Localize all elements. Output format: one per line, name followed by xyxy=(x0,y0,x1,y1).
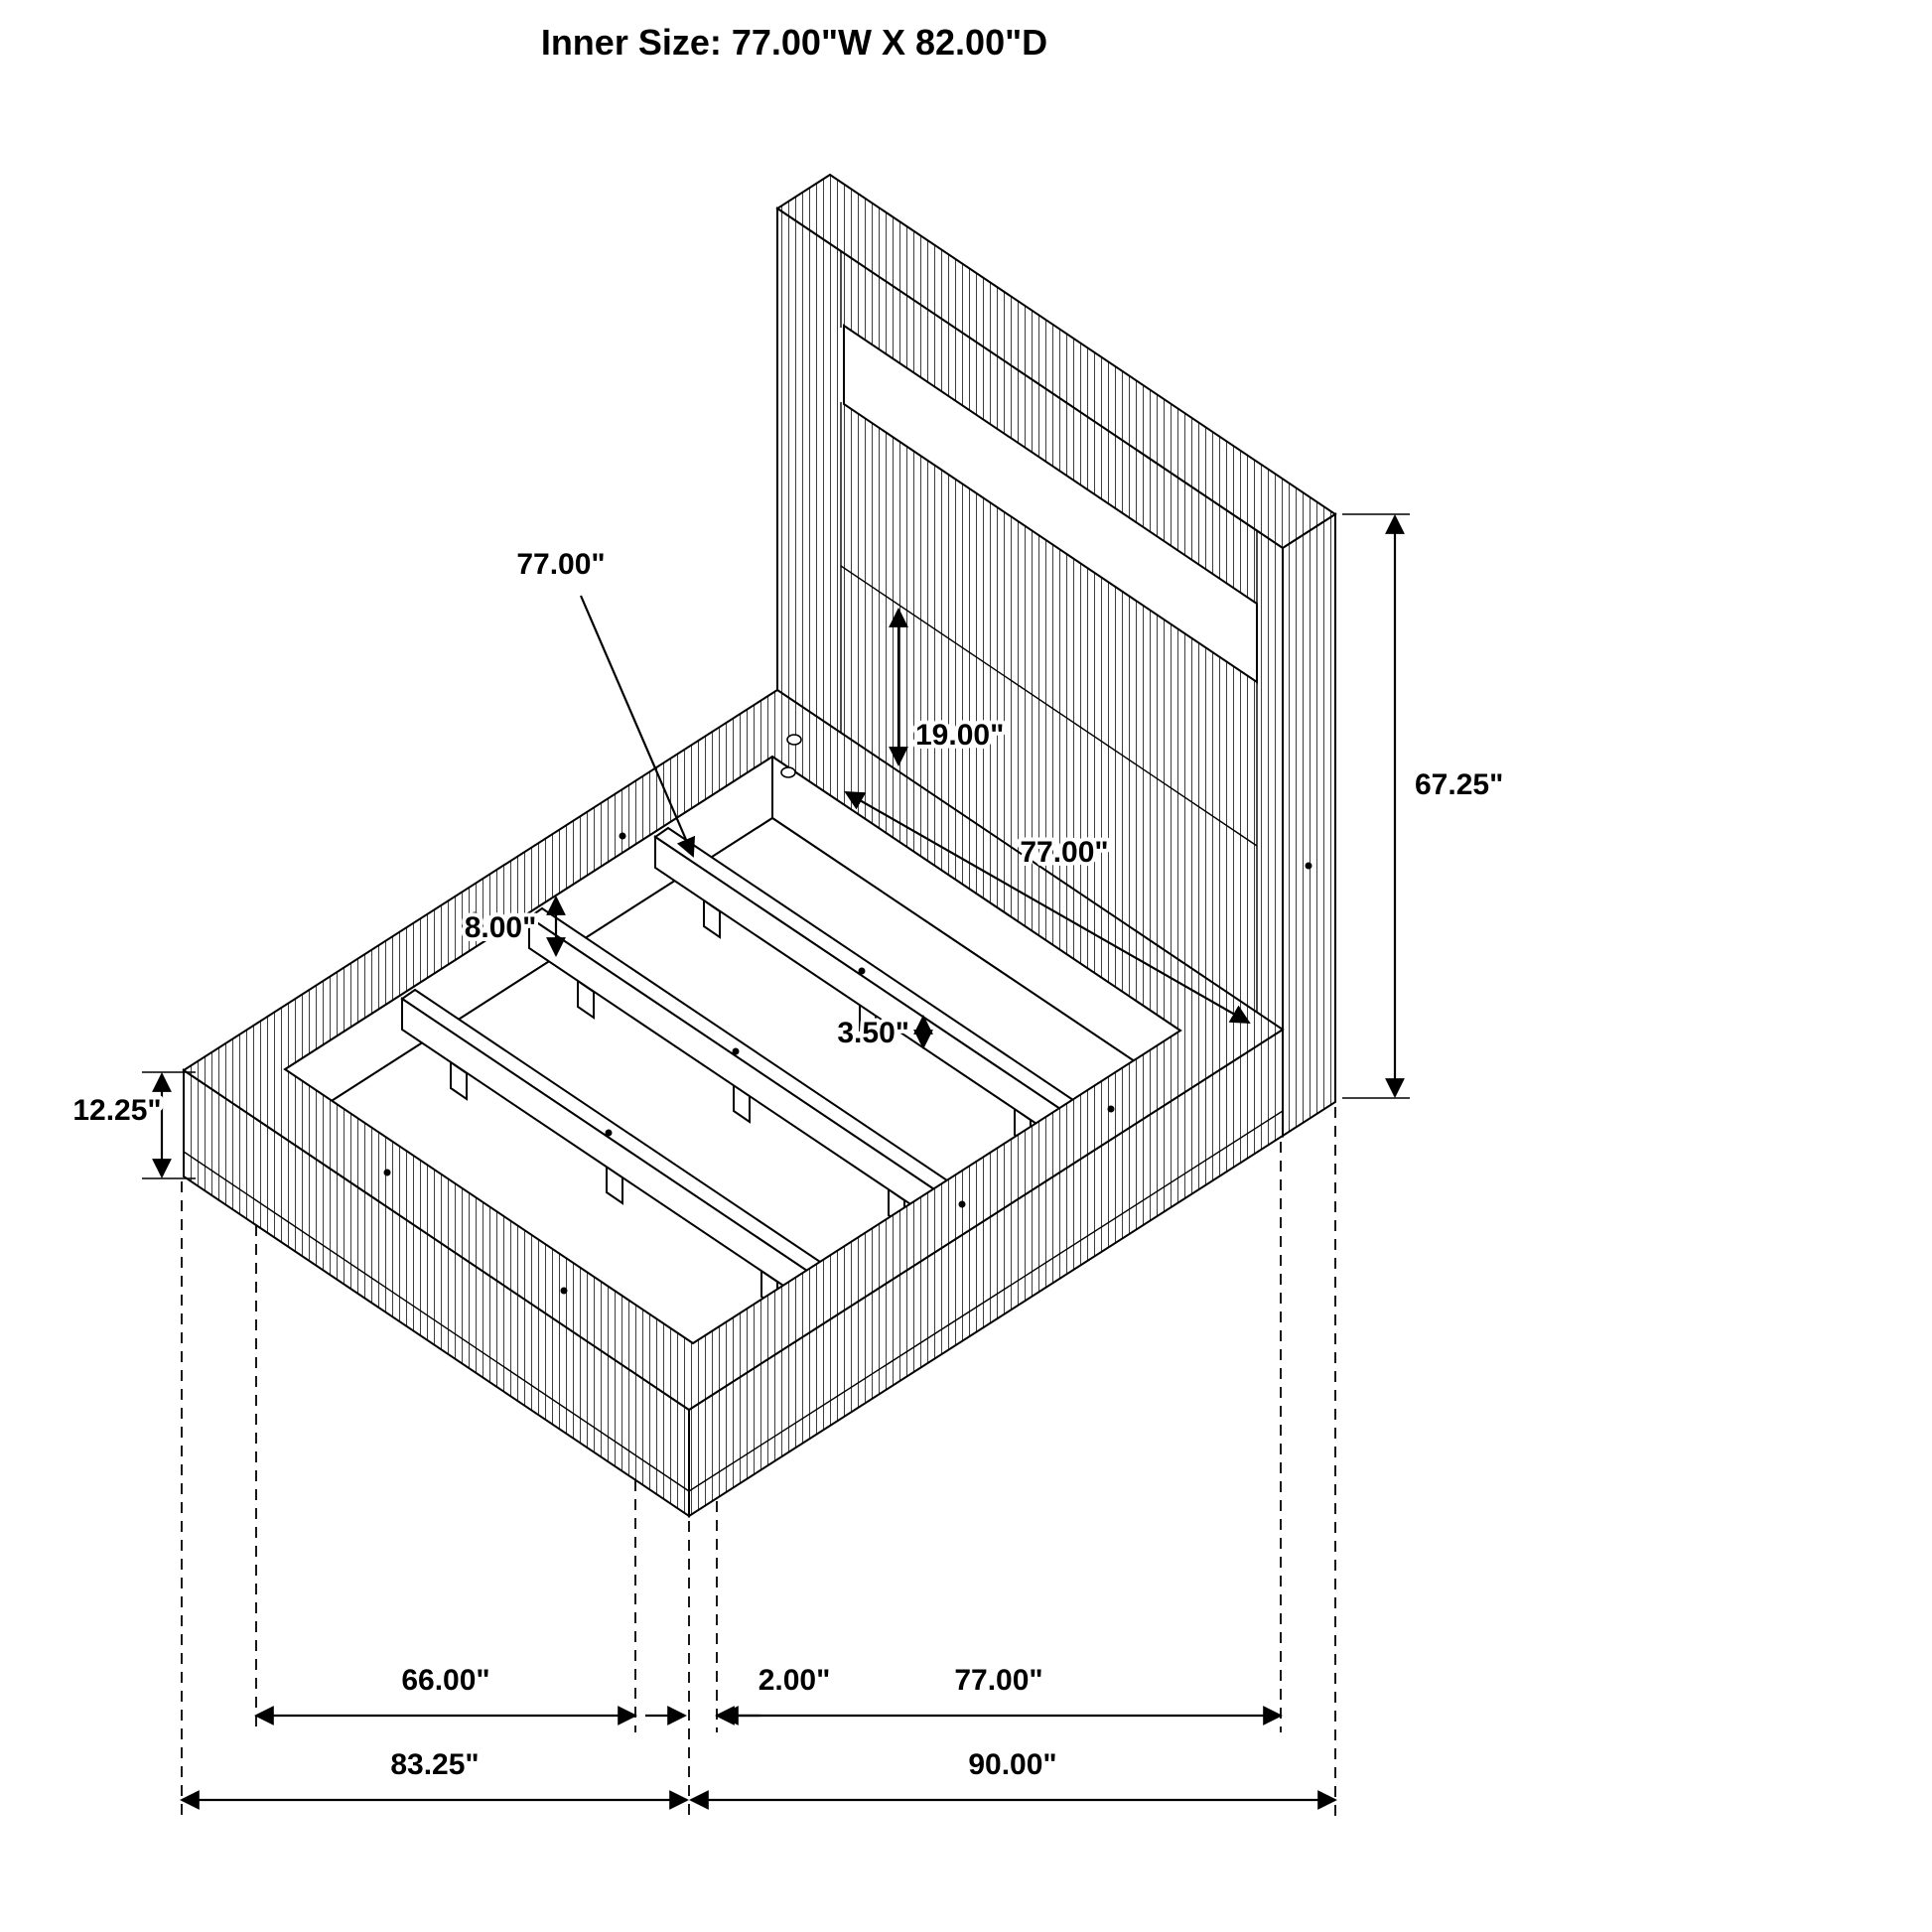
dim-label-rail-depth: 8.00" xyxy=(465,911,537,944)
dim-label-slat-thickness: 3.50" xyxy=(837,1017,909,1049)
screw-dot xyxy=(1305,862,1312,870)
projection-lines xyxy=(181,1107,1336,1817)
dim-label-inner-width-bottom: 77.00" xyxy=(954,1664,1042,1697)
rail-screw-dots xyxy=(383,734,1115,1295)
headboard-right-side-face xyxy=(1282,512,1336,1138)
extension-ticks xyxy=(142,513,1410,1179)
rail-base-seams xyxy=(183,1110,1284,1492)
dim-label-inner-width: 77.00" xyxy=(1020,836,1108,869)
diagram-title: Inner Size: 77.00"W X 82.00"D xyxy=(541,22,1047,63)
dim-label-slat-length: 77.00" xyxy=(516,548,605,581)
slat-leader-line xyxy=(579,595,696,858)
dim-label-total-depth: 90.00" xyxy=(968,1748,1056,1781)
dim-label-lip: 2.00" xyxy=(759,1664,831,1697)
dim-label-headboard-height: 67.25" xyxy=(1415,768,1503,801)
bolt-hole xyxy=(780,766,796,778)
dimension-annotations: 77.00" 19.00" 77.00" 3.50" 8.00" 67.25" … xyxy=(69,513,1507,1817)
dimension-lines xyxy=(152,514,1405,1810)
bolt-hole xyxy=(786,734,802,746)
dim-label-base-width: 83.25" xyxy=(390,1748,479,1781)
dim-label-opening-height: 19.00" xyxy=(915,719,1004,752)
dim-label-slat-span: 66.00" xyxy=(401,1664,489,1697)
dim-label-base-height: 12.25" xyxy=(72,1094,161,1127)
